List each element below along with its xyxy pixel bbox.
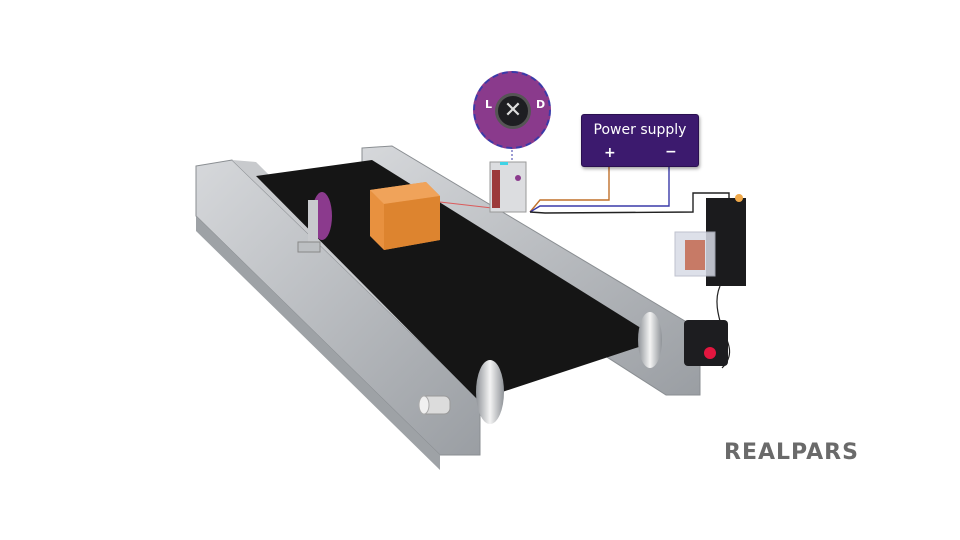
laser-beam bbox=[439, 201, 493, 209]
wire-signal bbox=[529, 192, 730, 214]
wire-positive bbox=[529, 167, 610, 213]
conveyor-belt bbox=[256, 160, 660, 400]
dark-on-label: D bbox=[536, 98, 546, 111]
indicator-light bbox=[684, 320, 728, 366]
wire-negative bbox=[529, 167, 670, 213]
power-supply-title: Power supply bbox=[593, 122, 687, 138]
mode-selector-knob-icon: ✕ bbox=[495, 93, 531, 129]
realpars-logo: REALPARS bbox=[724, 440, 859, 465]
shaft bbox=[418, 395, 451, 415]
positive-terminal-label: + bbox=[604, 145, 616, 161]
reflector bbox=[297, 192, 332, 253]
relay bbox=[674, 194, 746, 286]
photoelectric-sensor bbox=[489, 161, 527, 213]
power-supply-box: Power supply + − bbox=[581, 114, 699, 167]
sensor-detail-callout: L ✕ D bbox=[473, 71, 551, 149]
rear-roller bbox=[638, 312, 662, 368]
orange-box bbox=[370, 182, 440, 250]
front-roller bbox=[476, 360, 504, 424]
light-on-label: L bbox=[485, 98, 493, 111]
negative-terminal-label: − bbox=[665, 144, 677, 160]
